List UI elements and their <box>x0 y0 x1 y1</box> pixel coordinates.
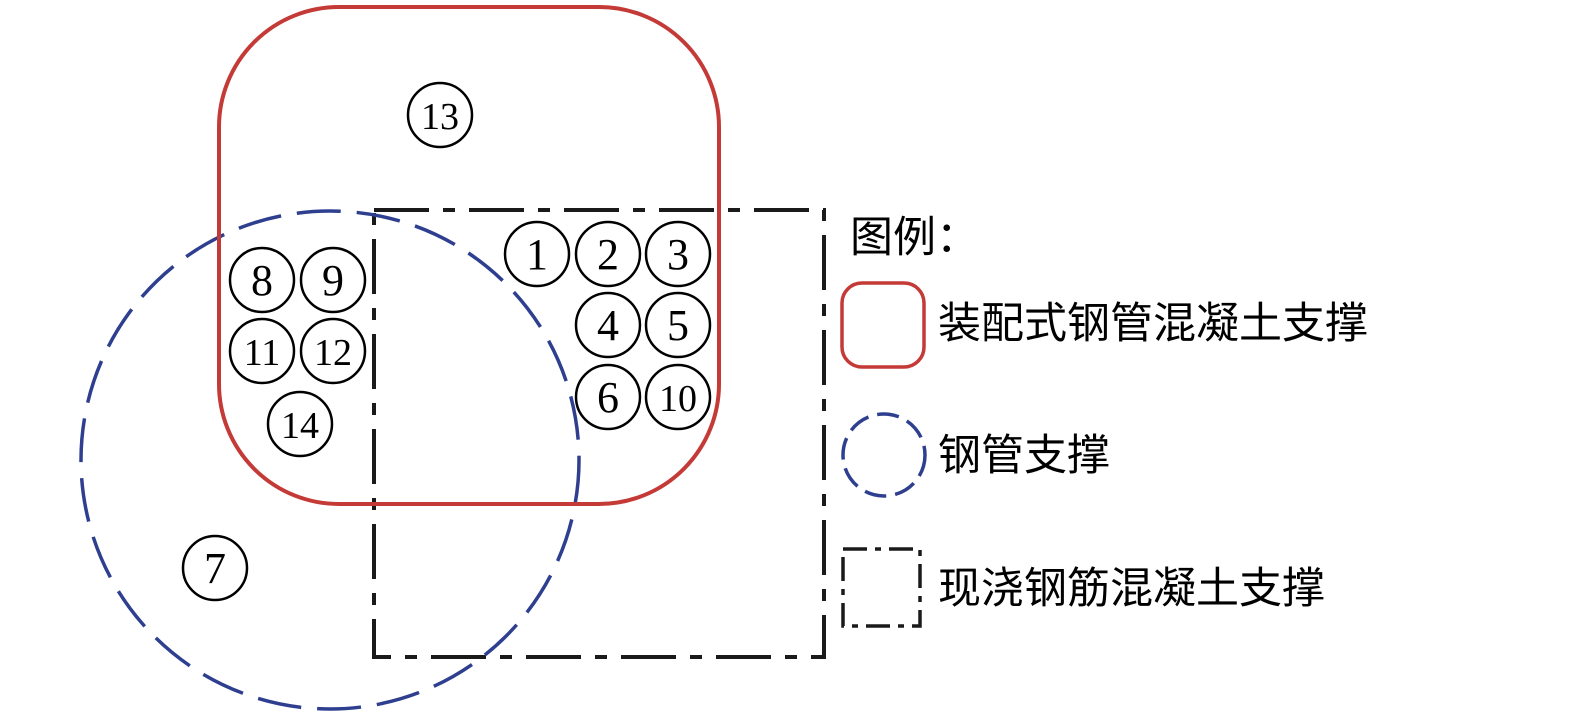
legend-swatch-prefab <box>840 281 926 369</box>
marker-label: 12 <box>314 332 352 374</box>
marker-3: 3 <box>644 220 712 288</box>
steel-tube-region <box>79 209 581 711</box>
marker-label: 3 <box>667 230 689 279</box>
marker-label: 2 <box>597 230 619 279</box>
marker-9: 9 <box>299 246 367 314</box>
marker-12: 12 <box>299 317 367 385</box>
marker-label: 4 <box>597 301 619 350</box>
legend-label-castinplace: 现浇钢筋混凝土支撑 <box>938 564 1325 614</box>
marker-5: 5 <box>644 291 712 359</box>
prefab-steel-tube-concrete-region <box>217 5 721 506</box>
marker-label: 6 <box>597 373 619 422</box>
cast-in-place-rc-region <box>372 208 826 659</box>
marker-label: 7 <box>204 544 226 593</box>
marker-label: 11 <box>244 332 281 374</box>
legend-title: 图例： <box>850 213 979 263</box>
marker-label: 9 <box>322 256 344 305</box>
marker-label: 14 <box>281 405 319 447</box>
marker-1: 1 <box>503 220 571 288</box>
marker-11: 11 <box>228 317 296 385</box>
marker-2: 2 <box>574 220 642 288</box>
legend: 图例： 装配式钢管混凝土支撑 钢管支撑 现浇钢筋混凝土支撑 <box>840 213 1368 628</box>
marker-4: 4 <box>574 291 642 359</box>
marker-label: 10 <box>659 378 697 420</box>
marker-7: 7 <box>181 534 249 602</box>
marker-14: 14 <box>266 390 334 458</box>
marker-10: 10 <box>644 363 712 431</box>
legend-swatch-steel <box>841 412 927 498</box>
marker-8: 8 <box>228 246 296 314</box>
marker-6: 6 <box>574 363 642 431</box>
marker-label: 8 <box>251 256 273 305</box>
marker-label: 13 <box>421 96 459 138</box>
legend-label-steel: 钢管支撑 <box>938 431 1110 481</box>
marker-13: 13 <box>406 81 474 149</box>
marker-label: 5 <box>667 301 689 350</box>
legend-swatch-castinplace <box>841 547 922 628</box>
legend-label-prefab: 装配式钢管混凝土支撑 <box>938 299 1368 349</box>
marker-label: 1 <box>526 230 548 279</box>
